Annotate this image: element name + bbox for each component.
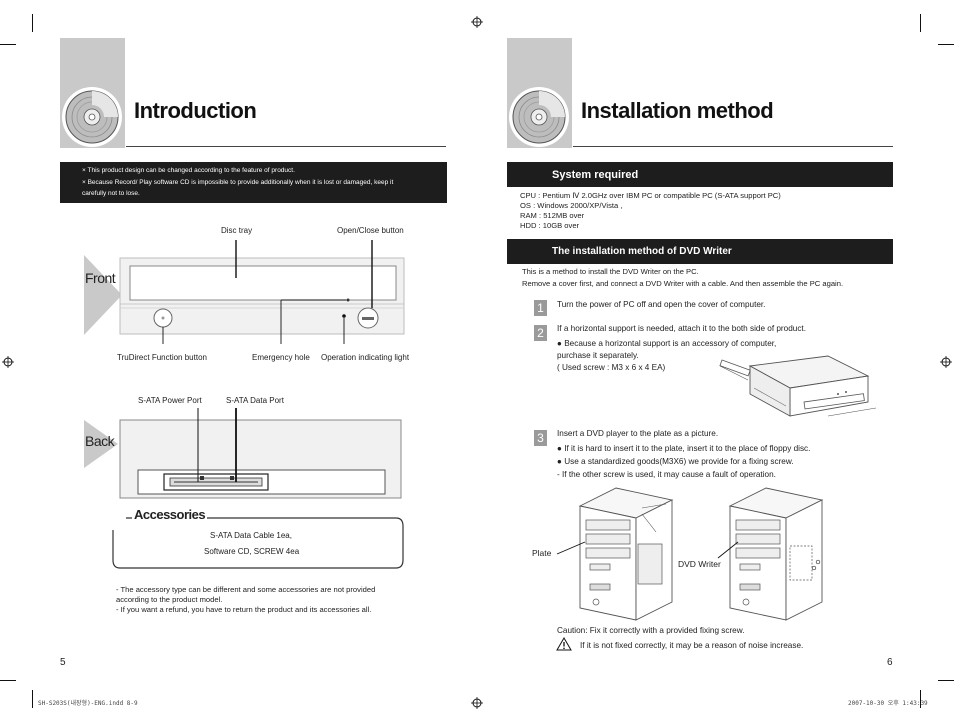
step-text: If a horizontal support is needed, attac… bbox=[557, 324, 806, 333]
step-note: ● If it is hard to insert it to the plat… bbox=[557, 444, 811, 453]
install-intro: This is a method to install the DVD Writ… bbox=[522, 267, 699, 276]
page-title: Installation method bbox=[581, 98, 774, 123]
step-number: 1 bbox=[534, 300, 547, 316]
step-number: 3 bbox=[534, 430, 547, 446]
notice-box: × This product design can be changed acc… bbox=[60, 162, 447, 203]
crop-mark bbox=[938, 680, 954, 681]
install-intro: Remove a cover first, and connect a DVD … bbox=[522, 279, 844, 288]
note-line: according to the product model. bbox=[116, 595, 223, 604]
step-note: ( Used screw : M3 x 6 x 4 EA) bbox=[557, 363, 666, 372]
accessories-line: Software CD, SCREW 4ea bbox=[204, 547, 300, 556]
step-note: - If the other screw is used, it may cau… bbox=[557, 470, 776, 479]
install-method-heading: The installation method of DVD Writer bbox=[552, 246, 732, 257]
crop-mark bbox=[0, 44, 16, 45]
power-port-label: S-ATA Power Port bbox=[138, 396, 202, 405]
notice-line: × Because Record/ Play software CD is im… bbox=[82, 178, 394, 186]
crop-mark bbox=[32, 14, 33, 32]
cd-disc-icon bbox=[509, 87, 569, 147]
plate-label: Plate bbox=[532, 548, 552, 558]
crop-mark bbox=[938, 44, 954, 45]
page-number: 6 bbox=[887, 657, 893, 668]
emergency-hole-label: Emergency hole bbox=[252, 353, 310, 362]
system-line: RAM : 512MB over bbox=[520, 211, 585, 220]
step-text: Turn the power of PC off and open the co… bbox=[557, 300, 766, 309]
disc-tray-label: Disc tray bbox=[221, 226, 253, 235]
footer-timestamp: 2007-10-30 오후 1:43:39 bbox=[848, 700, 928, 707]
arrow-tab-icon bbox=[84, 420, 118, 468]
system-line: OS : Windows 2000/XP/Vista , bbox=[520, 201, 623, 210]
notice-line: carefully not to lose. bbox=[82, 190, 140, 197]
dvd-writer-label: DVD Writer bbox=[678, 559, 721, 569]
step-note: ● Because a horizontal support is an acc… bbox=[557, 339, 777, 348]
title-underline bbox=[573, 146, 893, 147]
page-number: 5 bbox=[60, 657, 66, 668]
page-title: Introduction bbox=[134, 98, 257, 123]
trudirect-label: TruDirect Function button bbox=[117, 353, 207, 362]
front-panel-drawing bbox=[119, 240, 405, 344]
dvd-drive-with-support-drawing bbox=[719, 355, 877, 417]
system-line: HDD : 10GB over bbox=[520, 221, 580, 230]
system-required-heading: System required bbox=[552, 169, 639, 181]
note-line: - The accessory type can be different an… bbox=[116, 585, 376, 594]
accessories-box bbox=[112, 517, 404, 569]
step-number: 2 bbox=[534, 325, 547, 341]
crop-mark bbox=[920, 14, 921, 32]
arrow-tab-icon bbox=[84, 255, 122, 335]
plate-pointer bbox=[556, 541, 586, 555]
title-underline bbox=[126, 146, 446, 147]
system-line: CPU : Pentium Ⅳ 2.0GHz over IBM PC or co… bbox=[520, 191, 781, 200]
step-text: Insert a DVD player to the plate as a pi… bbox=[557, 429, 719, 438]
footer-file-name: SH-S203S(내장형)-ENG.indd 8-9 bbox=[38, 700, 138, 707]
cd-disc-icon bbox=[62, 87, 122, 147]
install-method-bar bbox=[507, 239, 893, 264]
back-panel-drawing bbox=[119, 408, 402, 499]
operation-light-label: Operation indicating light bbox=[321, 353, 410, 362]
warning-icon bbox=[556, 637, 572, 651]
registration-mark-icon bbox=[940, 356, 952, 368]
note-line: - If you want a refund, you have to retu… bbox=[116, 605, 372, 614]
step-note: purchase it separately. bbox=[557, 351, 639, 360]
back-heading: Back bbox=[85, 433, 115, 449]
caution-detail: If it is not fixed correctly, it may be … bbox=[580, 641, 804, 650]
pc-tower-plate-drawing bbox=[578, 487, 674, 621]
system-required-bar bbox=[507, 162, 893, 187]
crop-mark bbox=[920, 690, 921, 708]
registration-mark-icon bbox=[2, 356, 14, 368]
open-close-label: Open/Close button bbox=[337, 226, 404, 235]
caution-text: Caution: Fix it correctly with a provide… bbox=[557, 626, 745, 635]
data-port-label: S-ATA Data Port bbox=[226, 396, 284, 405]
registration-mark-icon bbox=[471, 16, 483, 28]
pc-tower-dvd-writer-drawing bbox=[728, 487, 824, 621]
notice-line: × This product design can be changed acc… bbox=[82, 167, 295, 174]
dvd-writer-pointer bbox=[717, 541, 739, 559]
step-note: ● Use a standardized goods(M3X6) we prov… bbox=[557, 457, 794, 466]
accessories-heading: Accessories bbox=[132, 507, 208, 522]
front-heading: Front bbox=[85, 270, 116, 286]
registration-mark-icon bbox=[471, 697, 483, 709]
crop-mark bbox=[32, 690, 33, 708]
accessories-line: S-ATA Data Cable 1ea, bbox=[210, 531, 292, 540]
crop-mark bbox=[0, 680, 16, 681]
